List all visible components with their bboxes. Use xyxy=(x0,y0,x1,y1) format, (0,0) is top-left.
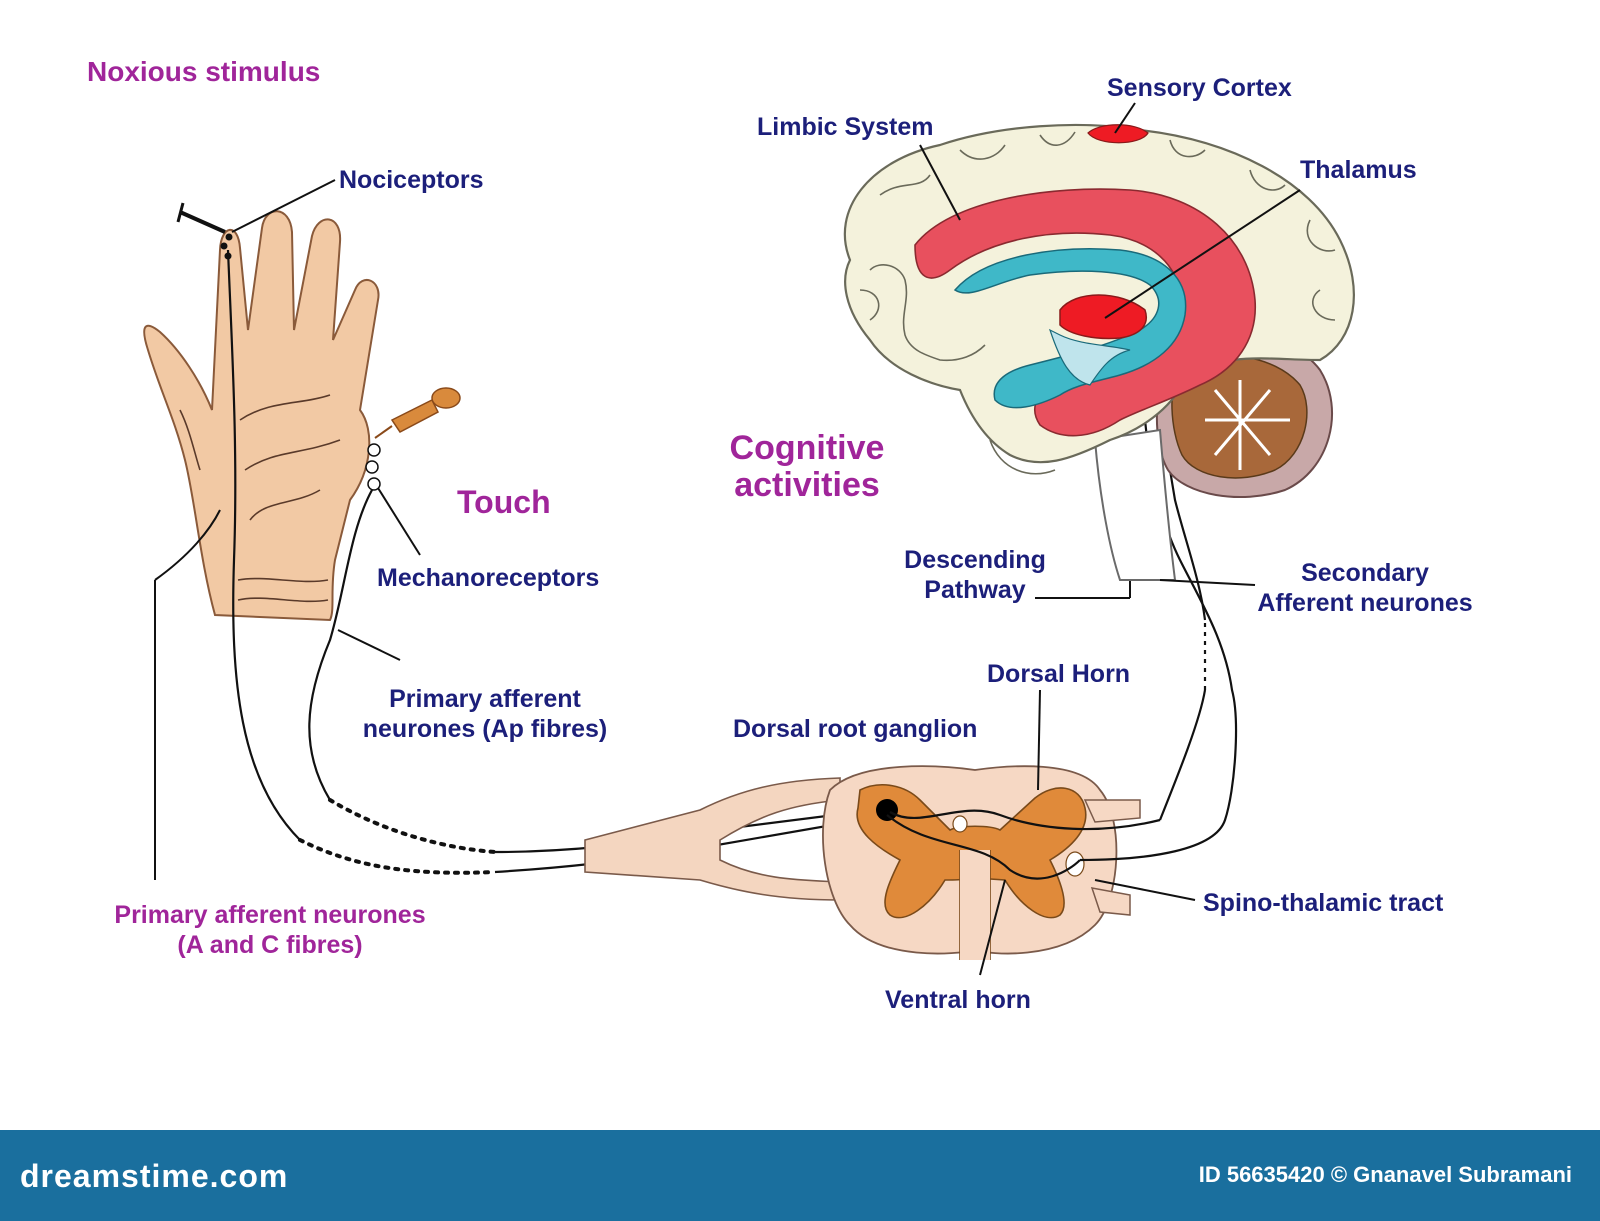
label-leader-lines xyxy=(154,102,1301,976)
spinal-cord-section xyxy=(584,765,1141,960)
pain-pathway-diagram: Noxious stimulus Nociceptors Touch Mecha… xyxy=(87,56,1490,1014)
label-limbic-system: Limbic System xyxy=(757,113,934,141)
brand-logo-text[interactable]: dreamstime.com xyxy=(20,1158,289,1194)
label-dorsal-root-ganglion: Dorsal root ganglion xyxy=(733,715,978,743)
hand-illustration xyxy=(143,210,380,622)
label-cognitive-line2: activities xyxy=(734,465,880,504)
label-dorsal-horn: Dorsal Horn xyxy=(987,660,1131,688)
footer-bar: dreamstime.com ID 56635420 © Gnanavel Su… xyxy=(0,1130,1600,1221)
label-secondary-line2: Afferent neurones xyxy=(1257,589,1473,617)
label-primary-afferent-ab-line2: neurones (Ap fibres) xyxy=(362,715,608,743)
touch-probe-icon xyxy=(374,387,461,439)
label-thalamus: Thalamus xyxy=(1300,156,1417,184)
image-credit: ID 56635420 © Gnanavel Subramani xyxy=(1198,1162,1572,1187)
label-ventral-horn: Ventral horn xyxy=(885,986,1031,1014)
label-touch: Touch xyxy=(457,484,551,520)
label-primary-afferent-ac-line1: Primary afferent neurones xyxy=(114,901,426,929)
label-cognitive-activities: Cognitive activities xyxy=(712,430,902,503)
label-secondary-afferent: Secondary Afferent neurones xyxy=(1240,558,1490,618)
label-descending-line1: Descending xyxy=(904,546,1046,574)
label-cognitive-line1: Cognitive xyxy=(729,429,885,467)
label-primary-afferent-ac-line2: (A and C fibres) xyxy=(177,931,363,959)
label-primary-afferent-ab-line1: Primary afferent xyxy=(389,685,581,713)
label-spino-thalamic-tract: Spino-thalamic tract xyxy=(1203,889,1444,917)
label-sensory-cortex: Sensory Cortex xyxy=(1107,74,1292,102)
label-primary-afferent-ab: Primary afferent neurones (Ap fibres) xyxy=(340,684,630,744)
label-secondary-line1: Secondary xyxy=(1301,559,1429,587)
pin-icon xyxy=(176,202,226,234)
label-descending-line2: Pathway xyxy=(924,576,1026,604)
label-nociceptors: Nociceptors xyxy=(339,166,484,194)
label-noxious-stimulus: Noxious stimulus xyxy=(87,56,321,87)
diagram-canvas xyxy=(143,102,1355,976)
label-mechanoreceptors: Mechanoreceptors xyxy=(377,564,600,592)
brain-illustration xyxy=(843,123,1355,581)
label-primary-afferent-ac: Primary afferent neurones (A and C fibre… xyxy=(90,900,450,960)
mechanoreceptor-endings xyxy=(365,443,381,491)
label-descending-pathway: Descending Pathway xyxy=(880,545,1070,605)
